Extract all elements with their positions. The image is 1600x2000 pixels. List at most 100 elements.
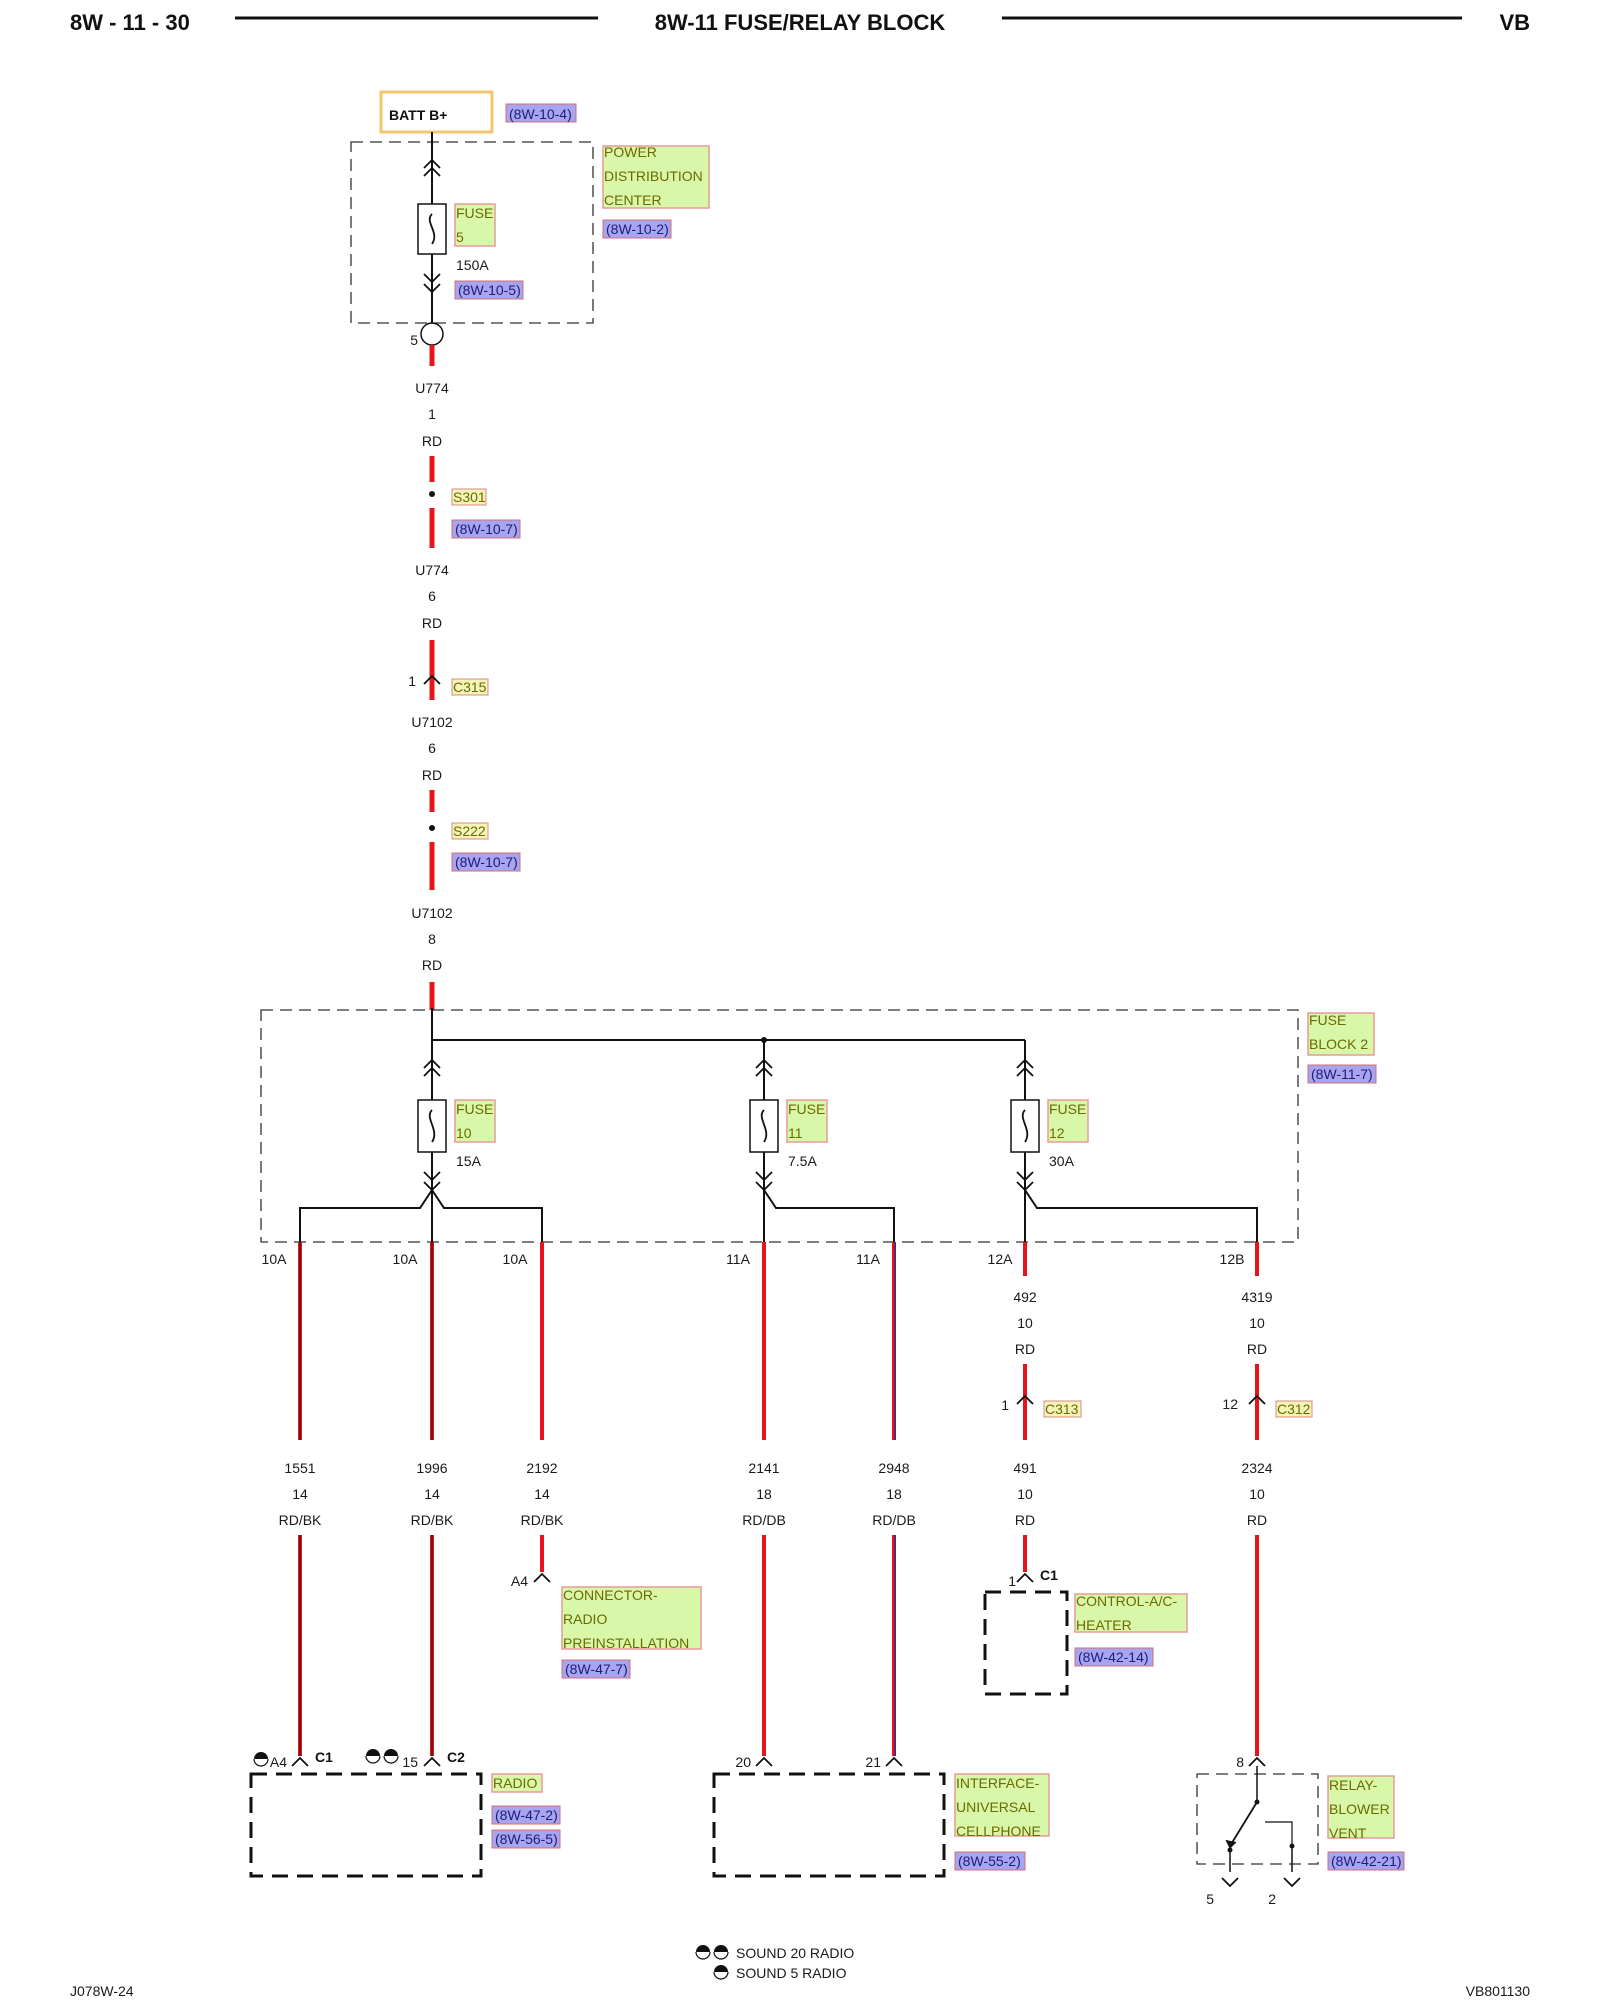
cellphone-ref[interactable]: (8W-55-2) (958, 1853, 1021, 1869)
vehicle-code: VB (1499, 10, 1530, 35)
pdc-ref-box[interactable] (602, 219, 672, 239)
wire-1996-gauge: 14 (424, 1486, 440, 1502)
wire-491-gauge: 10 (1017, 1486, 1033, 1502)
trunk-gauge-2: 6 (428, 588, 436, 604)
relay-name-line3[interactable]: VENT (1329, 1825, 1367, 1841)
fuse-block-label-box[interactable] (1307, 1012, 1375, 1056)
c312-label-box[interactable] (1275, 1400, 1313, 1418)
radio-ref2-box[interactable] (491, 1829, 561, 1849)
cellphone-label-box[interactable] (954, 1773, 1050, 1837)
c315-label-box[interactable] (451, 678, 489, 696)
hvac-name-line2[interactable]: HEATER (1076, 1617, 1132, 1633)
hvac-label-box[interactable] (1074, 1593, 1188, 1633)
preinstall-ref[interactable]: (8W-47-7) (565, 1661, 628, 1677)
wire-2141-circuit: 2141 (748, 1460, 779, 1476)
relay-name-line1[interactable]: RELAY- (1329, 1777, 1378, 1793)
radio-ref-1[interactable]: (8W-47-2) (495, 1807, 558, 1823)
legend-sound20-icon-a-outline (695, 1951, 711, 1960)
fuse10-element-icon (428, 1109, 436, 1143)
relay-name-line2[interactable]: BLOWER (1329, 1801, 1390, 1817)
fuse5-ref-box[interactable] (454, 280, 524, 300)
preinstall-name-line1[interactable]: CONNECTOR- (563, 1587, 658, 1603)
relay-ref-box[interactable] (1327, 1851, 1405, 1871)
splice-s301-ref[interactable]: (8W-10-7) (455, 521, 518, 537)
pdc-name-line2[interactable]: DISTRIBUTION (604, 168, 703, 184)
hvac-ref-box[interactable] (1074, 1647, 1154, 1667)
batt-label: BATT B+ (389, 107, 447, 123)
c312-connector-icon (1248, 1394, 1266, 1405)
radio-ref-2[interactable]: (8W-56-5) (495, 1831, 558, 1847)
pdc-ref[interactable]: (8W-10-2) (606, 221, 669, 237)
fuse11-label-box[interactable] (786, 1099, 828, 1143)
radio-15-option-b-outline-icon (383, 1755, 399, 1764)
wire-491-circuit: 491 (1013, 1460, 1037, 1476)
splice-s222-box[interactable] (451, 822, 489, 840)
trunk-circuit-3: U7102 (411, 714, 452, 730)
fuse-block-ref[interactable]: (8W-11-7) (1311, 1066, 1373, 1082)
hvac-outline[interactable] (983, 1590, 1069, 1696)
fuse-block-ref-box[interactable] (1307, 1064, 1377, 1084)
splice-s301-ref-box[interactable] (451, 519, 521, 539)
relay-ref[interactable]: (8W-42-21) (1331, 1853, 1402, 1869)
fuse11-name-line1[interactable]: FUSE (788, 1101, 825, 1117)
splice-s222-ref-box[interactable] (451, 852, 521, 872)
preinstall-connector-icon (533, 1572, 551, 1583)
fuse-block-name-line1[interactable]: FUSE (1309, 1012, 1346, 1028)
radio-name[interactable]: RADIO (493, 1775, 537, 1791)
fuse10-label-box[interactable] (454, 1099, 496, 1143)
fuse-block-name-line2[interactable]: BLOCK 2 (1309, 1036, 1368, 1052)
splice-s222[interactable]: S222 (453, 823, 486, 839)
fuse5-bottom-connector-icon (423, 273, 441, 294)
preinstall-name-line2[interactable]: RADIO (563, 1611, 607, 1627)
cellphone-pin-20: 20 (735, 1754, 751, 1770)
fuse5-label-box[interactable] (454, 203, 496, 247)
c312-label[interactable]: C312 (1277, 1401, 1311, 1417)
hvac-ref[interactable]: (8W-42-14) (1078, 1649, 1149, 1665)
fuse5-body[interactable] (417, 203, 447, 255)
fuse10-name-line1[interactable]: FUSE (456, 1101, 493, 1117)
pdc-name-line1[interactable]: POWER (604, 144, 657, 160)
fuse11-name-line2[interactable]: 11 (788, 1125, 803, 1141)
fuse5-ref[interactable]: (8W-10-5) (458, 282, 521, 298)
cellphone-name-line1[interactable]: INTERFACE- (956, 1775, 1040, 1791)
pdc-outline (350, 141, 594, 324)
fuse12-label-box[interactable] (1047, 1099, 1089, 1143)
cellphone-pin21-connector-icon (885, 1756, 903, 1767)
cellphone-name-line2[interactable]: UNIVERSAL (956, 1799, 1036, 1815)
splice-s301-box[interactable] (451, 488, 487, 506)
pdc-name-line3[interactable]: CENTER (604, 192, 662, 208)
hvac-name-line1[interactable]: CONTROL-A/C- (1076, 1593, 1177, 1609)
radio-label-box[interactable] (491, 1773, 543, 1793)
c313-label[interactable]: C313 (1045, 1401, 1079, 1417)
radio-preinstallation: CONNECTOR- RADIO PREINSTALLATION (8W-47-… (561, 1586, 702, 1679)
fuse12-name-line2[interactable]: 12 (1049, 1125, 1065, 1141)
splice-s301[interactable]: S301 (453, 489, 486, 505)
batt-ref-box[interactable] (505, 103, 577, 123)
fuse12-name-line1[interactable]: FUSE (1049, 1101, 1086, 1117)
c313-label-box[interactable] (1043, 1400, 1082, 1418)
radio-outline[interactable] (249, 1772, 483, 1878)
relay-pin8-connector-icon (1248, 1756, 1266, 1767)
terminal-label-1: 10A (262, 1251, 288, 1267)
wire-492-gauge: 10 (1017, 1315, 1033, 1331)
batt-ref[interactable]: (8W-10-4) (509, 106, 572, 122)
cellphone-ref-box[interactable] (954, 1851, 1026, 1871)
fuse5-name-line2[interactable]: 5 (456, 229, 464, 245)
fuse5-name-line1[interactable]: FUSE (456, 205, 493, 221)
relay-label-box[interactable] (1327, 1775, 1395, 1839)
pdc-label-box[interactable] (602, 145, 710, 209)
preinstall-label-box[interactable] (561, 1586, 702, 1650)
relay-blower-vent: 8 5 2 RELAY- BLOWER VENT (8W-42-21) (1196, 1754, 1405, 1907)
fuse10-name-line2[interactable]: 10 (456, 1125, 472, 1141)
legend-sound20-icon-a (696, 1945, 710, 1952)
preinstall-ref-box[interactable] (561, 1659, 631, 1679)
preinstall-name-line3[interactable]: PREINSTALLATION (563, 1635, 689, 1651)
splice-s222-ref[interactable]: (8W-10-7) (455, 854, 518, 870)
c315-label[interactable]: C315 (453, 679, 487, 695)
radio-ref1-box[interactable] (491, 1805, 561, 1825)
cellphone-name-line3[interactable]: CELLPHONE (956, 1823, 1041, 1839)
cellphone-outline[interactable] (712, 1772, 946, 1878)
wire-2324-gauge: 10 (1249, 1486, 1265, 1502)
fuse11-body[interactable] (749, 1099, 779, 1153)
